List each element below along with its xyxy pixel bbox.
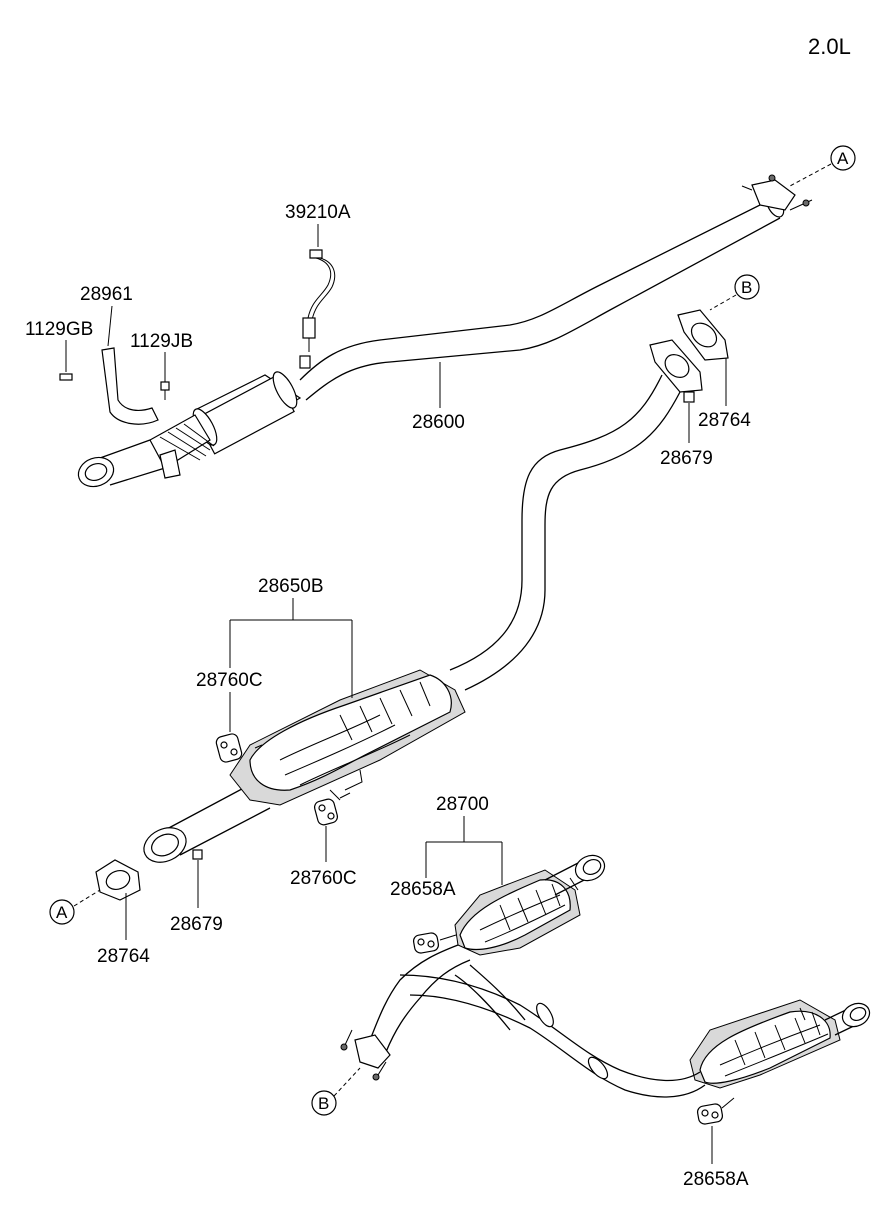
rear-pipe-flange (340, 1029, 391, 1081)
label-hanger-a-upper: 28658A (390, 879, 456, 900)
svg-text:B: B (741, 278, 752, 297)
svg-text:A: A (837, 149, 849, 168)
nut-upper: 28679 (660, 391, 713, 469)
label-gasket-b: 28764 (698, 410, 751, 431)
label-bolt-jb: 1129JB (130, 331, 193, 352)
svg-text:A: A (56, 903, 68, 922)
hanger-c-upper: 28760C (196, 670, 263, 763)
bolt-jb: 1129JB (130, 331, 193, 400)
ref-b-bottom: B (311, 1067, 361, 1116)
rear-muffler-assy: 28700 (425, 794, 503, 885)
label-center-muffler-assy: 28650B (258, 576, 324, 597)
label-bracket: 28961 (80, 284, 133, 305)
center-muffler (229, 669, 466, 806)
center-muffler-assy: 28650B (229, 576, 353, 698)
ref-a-left: A (49, 889, 101, 925)
label-gasket-a: 28764 (97, 946, 150, 967)
rear-muffler-lower (689, 999, 871, 1089)
label-nut-upper: 28679 (660, 448, 713, 469)
label-bolt-gb: 1129GB (25, 319, 93, 340)
gasket-a: 28764 (95, 859, 150, 967)
hanger-a-upper: 28658A (390, 879, 457, 954)
hanger-c-lower: 28760C (290, 792, 357, 889)
label-nut-lower: 28679 (170, 914, 223, 935)
front-pipe-rear-flange (741, 174, 813, 211)
ref-a-top: A (789, 145, 856, 187)
rear-muffler-upper (454, 854, 606, 956)
center-pipe (143, 339, 703, 863)
label-hanger-a-lower: 28658A (683, 1169, 749, 1190)
label-hanger-c-lower: 28760C (290, 868, 357, 889)
label-oxygen-sensor: 39210A (285, 202, 351, 223)
label-front-pipe: 28600 (412, 412, 465, 433)
engine-label: 2.0L (808, 34, 851, 59)
nut-lower: 28679 (170, 860, 223, 935)
rear-y-pipe (369, 944, 706, 1098)
bolt-gb: 1129GB (25, 319, 93, 381)
gasket-b: 28764 (677, 309, 751, 431)
svg-text:B: B (318, 1094, 329, 1113)
front-pipe (77, 192, 785, 488)
ref-b-top: B (709, 274, 760, 311)
label-rear-muffler-assy: 28700 (436, 794, 489, 815)
hanger-a-lower: 28658A (683, 1097, 749, 1190)
bracket: 28961 (80, 284, 159, 425)
label-hanger-c-upper: 28760C (196, 670, 263, 691)
oxygen-sensor: 39210A (285, 202, 351, 352)
